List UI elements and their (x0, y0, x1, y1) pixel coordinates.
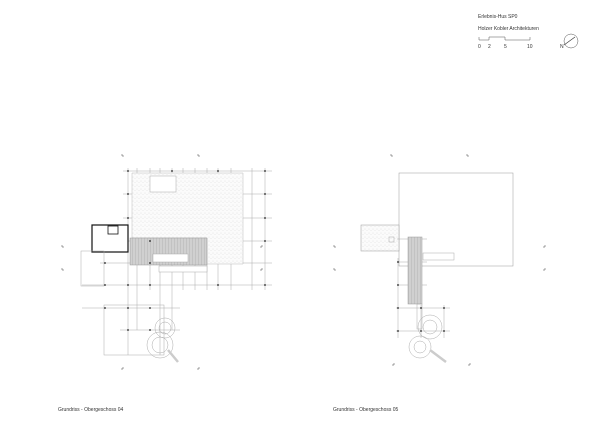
north-label: N (560, 44, 564, 50)
columns (104, 170, 266, 331)
plan-caption-05: Grundriss - Obergeschoss 05 (333, 407, 399, 413)
project-title: Erlebnis-Hus SP0 (478, 14, 518, 20)
scale-tick-5: 5 (504, 44, 507, 50)
section-marks (61, 154, 263, 370)
plan-obergeschoss-05 (333, 154, 546, 366)
plan-obergeschoss-04 (61, 154, 272, 370)
scale-tick-0: 0 (478, 44, 481, 50)
scale-tick-10: 10 (527, 44, 533, 50)
architect-name: Holzer Kobler Architekturen (478, 26, 539, 32)
scale-tick-2: 2 (488, 44, 491, 50)
plan-caption-04: Grundriss - Obergeschoss 04 (58, 407, 124, 413)
